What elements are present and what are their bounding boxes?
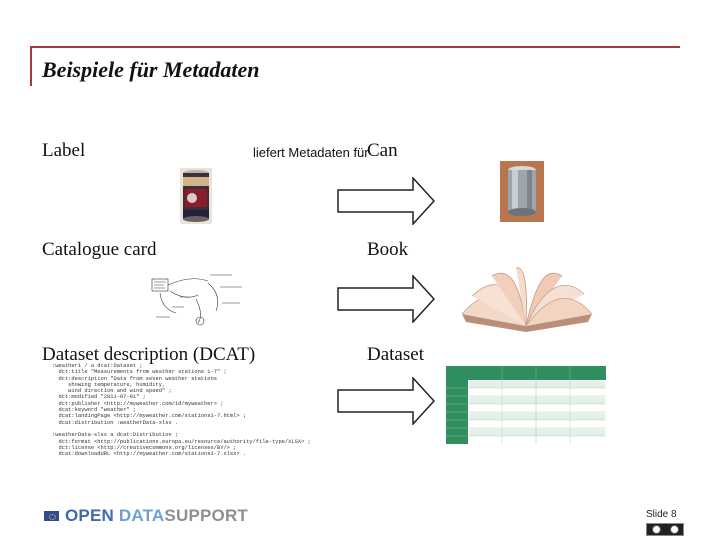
open-book-image (461, 267, 593, 332)
eu-flag-icon (44, 511, 59, 521)
open-data-support-logo: OPEN DATASUPPORT (44, 505, 248, 527)
overlay-text: liefert Metadaten für (253, 145, 369, 160)
arrow-right-icon (337, 275, 435, 323)
logo-support: SUPPORT (164, 506, 248, 525)
labelled-can-image (180, 168, 212, 224)
cc-person-icon (669, 525, 679, 534)
dcat-code-sample: :weather1 / a dcat:Dataset ; dct:title "… (52, 363, 311, 458)
row-label-right-can: Can (367, 140, 398, 161)
row-label-left-label: Label (42, 140, 86, 161)
arrow-right-icon (337, 177, 435, 225)
catalogue-card-image (150, 267, 252, 327)
logo-open: OPEN (65, 506, 114, 525)
cc-by-icon (651, 525, 661, 534)
row-label-right-book: Book (367, 239, 409, 260)
plain-can-image (500, 161, 544, 222)
arrow-right-icon (337, 377, 435, 425)
logo-text: OPEN DATASUPPORT (65, 506, 248, 526)
row-label-right-dataset: Dataset (367, 344, 424, 365)
slide-title: Beispiele für Metadaten (42, 57, 260, 82)
row-label-left-catalogue: Catalogue card (42, 239, 157, 260)
slide-number: Slide 8 (646, 509, 677, 520)
title-frame (30, 46, 680, 86)
creative-commons-icon (646, 523, 684, 536)
dataset-table-image (446, 366, 606, 444)
logo-data: DATA (118, 506, 165, 525)
row-label-left-dcat: Dataset description (DCAT) (42, 344, 256, 365)
